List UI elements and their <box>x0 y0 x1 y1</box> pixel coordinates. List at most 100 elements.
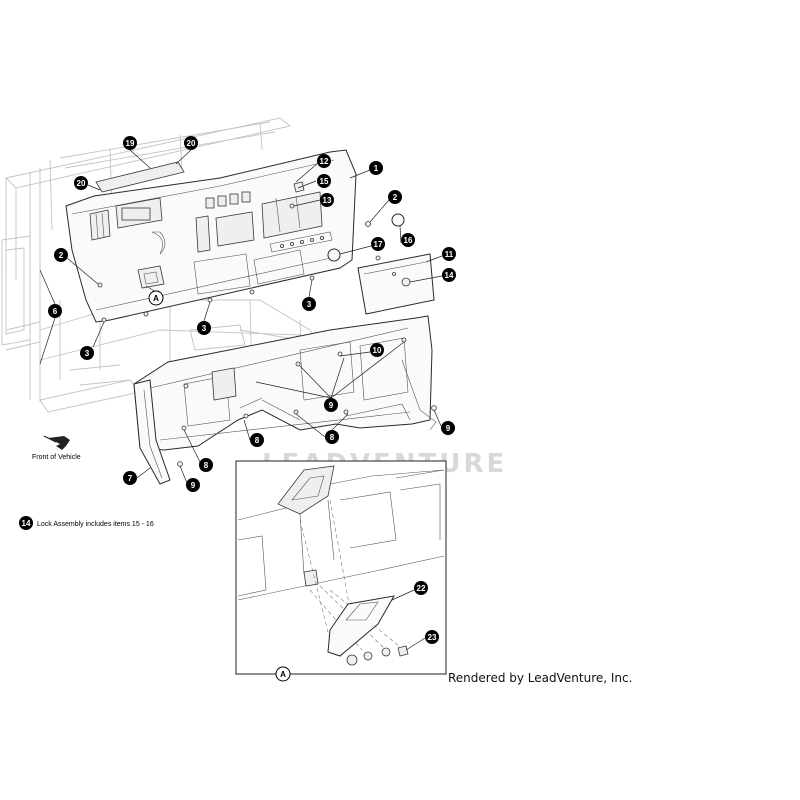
callout-c20b: 20 <box>74 176 88 190</box>
callout-number: 23 <box>428 633 437 642</box>
callout-c13: 13 <box>320 193 334 207</box>
callout-number: 9 <box>329 401 334 410</box>
callout-circle <box>425 630 439 644</box>
callout-circle <box>74 176 88 190</box>
callout-c2a: 2 <box>388 190 402 204</box>
callout-number: 2 <box>393 193 398 202</box>
front-arrow-icon <box>48 436 70 450</box>
front-of-vehicle-indicator: Front of Vehicle <box>32 435 81 461</box>
view-letter-circle <box>275 666 291 682</box>
callout-number: 9 <box>446 424 451 433</box>
callout-number: 3 <box>85 349 90 358</box>
callout-c1: 1 <box>369 161 383 175</box>
callout-c23: 23 <box>425 630 439 644</box>
callout-number: 17 <box>374 240 383 249</box>
callout-c11: 11 <box>442 247 456 261</box>
front-of-vehicle-label: Front of Vehicle <box>32 454 81 461</box>
callout-number: 7 <box>128 474 133 483</box>
callout-number: 14 <box>445 271 454 280</box>
glove-box-door <box>357 253 435 315</box>
legend-text: Lock Assembly includes items 15 - 16 <box>37 521 154 528</box>
callout-circle <box>370 343 384 357</box>
detail-view-a <box>235 460 447 675</box>
callout-c8c: 8 <box>199 458 213 472</box>
callout-c12: 12 <box>317 154 331 168</box>
view-letter-A2: A <box>275 666 291 682</box>
callout-circle <box>414 581 428 595</box>
callout-circle <box>250 433 264 447</box>
callout-c22: 22 <box>414 581 428 595</box>
callout-number: 13 <box>323 196 332 205</box>
callout-circle <box>48 304 62 318</box>
upper-dash-panel <box>65 149 405 323</box>
callout-number: 3 <box>202 324 207 333</box>
callout-circle <box>441 421 455 435</box>
callout-circle <box>54 248 68 262</box>
legend-note: 14 Lock Assembly includes items 15 - 16 <box>19 516 154 530</box>
callout-layer: 19 20 20 12 1 15 13 2 16 17 11 14 2 6 3 3 3 10 9 9 8 8 8 7 9 22 23 <box>48 136 456 644</box>
callout-c8b: 8 <box>250 433 264 447</box>
callout-circle <box>442 247 456 261</box>
callout-circle <box>199 458 213 472</box>
callout-c7: 7 <box>123 471 137 485</box>
callout-number: 3 <box>307 300 312 309</box>
callout-circle <box>324 398 338 412</box>
view-letter-circle <box>148 290 164 306</box>
view-letter-A1: A <box>148 290 164 306</box>
callout-circle <box>401 233 415 247</box>
callout-circle <box>388 190 402 204</box>
callout-number: 2 <box>59 251 64 260</box>
callout-number: 19 <box>126 139 135 148</box>
legend-badge: 14 <box>22 519 31 528</box>
callout-circle <box>320 193 334 207</box>
callout-circle <box>317 174 331 188</box>
credit-text: Rendered by LeadVenture, Inc. <box>448 671 632 685</box>
callout-number: 1 <box>374 164 379 173</box>
callout-circle <box>369 161 383 175</box>
view-letter-text: A <box>153 294 159 303</box>
callout-c10: 10 <box>370 343 384 357</box>
callout-number: 10 <box>373 346 382 355</box>
leader-lines <box>39 149 443 484</box>
callout-number: 15 <box>320 177 329 186</box>
callout-number: 20 <box>77 179 86 188</box>
callout-c16: 16 <box>401 233 415 247</box>
callout-number: 16 <box>404 236 413 245</box>
callout-c3a: 3 <box>302 297 316 311</box>
callout-c6: 6 <box>48 304 62 318</box>
callout-c3b: 3 <box>197 321 211 335</box>
callout-number: 11 <box>445 250 454 259</box>
callout-number: 8 <box>204 461 209 470</box>
callout-number: 6 <box>53 307 58 316</box>
callout-c15: 15 <box>317 174 331 188</box>
callout-circle <box>123 471 137 485</box>
callout-c9c: 9 <box>186 478 200 492</box>
callout-circle <box>80 346 94 360</box>
callout-circle <box>197 321 211 335</box>
callout-number: 22 <box>417 584 426 593</box>
callout-number: 8 <box>255 436 260 445</box>
callout-number: 20 <box>187 139 196 148</box>
callout-circle <box>186 478 200 492</box>
callout-number: 8 <box>330 433 335 442</box>
view-letter-text: A <box>280 670 286 679</box>
callout-circle <box>317 154 331 168</box>
view-letter-layer: AA <box>148 290 291 682</box>
callout-number: 12 <box>320 157 329 166</box>
callout-number: 9 <box>191 481 196 490</box>
callout-c20a: 20 <box>184 136 198 150</box>
callout-c17: 17 <box>371 237 385 251</box>
callout-circle <box>442 268 456 282</box>
callout-c2b: 2 <box>54 248 68 262</box>
callout-c8a: 8 <box>325 430 339 444</box>
callout-circle <box>371 237 385 251</box>
callout-circle <box>325 430 339 444</box>
callout-c14: 14 <box>442 268 456 282</box>
callout-circle <box>123 136 137 150</box>
lower-dash-panel <box>133 315 437 485</box>
callout-c9a: 9 <box>324 398 338 412</box>
callout-circle <box>302 297 316 311</box>
callout-c19: 19 <box>123 136 137 150</box>
callout-c9b: 9 <box>441 421 455 435</box>
